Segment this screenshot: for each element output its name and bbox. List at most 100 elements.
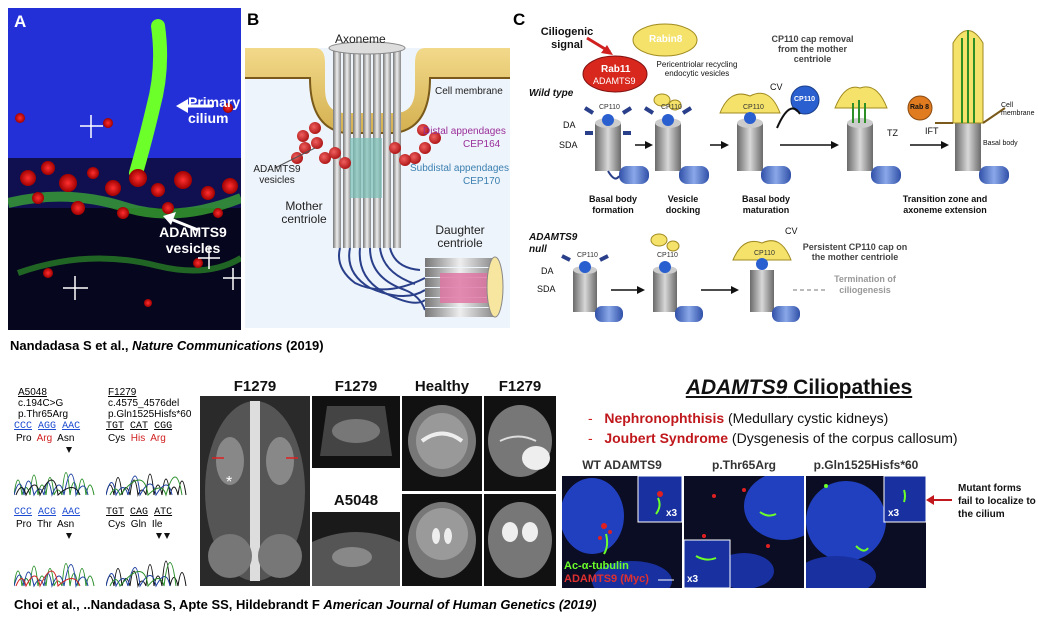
cp110-label-4: CP110 [794, 96, 816, 103]
wt-micrograph-figure [562, 476, 682, 588]
f1279-id: F1279 [108, 387, 137, 398]
adamts9-vesicles-label: ADAMTS9 vesicles [159, 224, 227, 256]
sda-null-label: SDA [537, 284, 556, 294]
mutant-note: Mutant forms fail to localize to the cil… [958, 483, 1036, 520]
a-chromatogram-top [14, 447, 95, 497]
step-vesicle-docking: Vesicle docking [665, 194, 701, 215]
cep164-label: CEP164 [463, 139, 501, 150]
cv-null-label: CV [785, 226, 798, 236]
f-codon-bot-3: ATC [154, 507, 173, 518]
ultrasound-title-2: A5048 [333, 492, 379, 509]
panel-b-label: B [247, 10, 260, 29]
cv-label: CV [770, 82, 783, 92]
ultrasound-figure-1 [312, 396, 400, 468]
cp110-removal-label: CP110 cap removal from the mother centri… [771, 34, 854, 64]
step-transition-zone: Transition zone and axoneme extension [902, 194, 988, 215]
f-codon-bot-2: CAG [130, 507, 149, 518]
da-label: DA [563, 120, 576, 130]
cell-membrane-label: Cell membrane [435, 86, 503, 97]
rab11-label: Rab11 [601, 64, 631, 75]
brain-healthy-sagittal-figure [402, 396, 482, 491]
distal-appendages-label: Distal appendages [423, 126, 506, 137]
f1279-protein: p.Gln1525Hisfs*60 [108, 409, 192, 420]
termination-label: Termination of ciliogenesis [834, 274, 896, 295]
brain-patient-sagittal [484, 396, 556, 491]
ac-tubulin-label: Ac-α-tubulin [564, 560, 629, 572]
ultrasound-figure-2 [312, 512, 400, 586]
f-codon-top-1: TGT [106, 421, 125, 432]
sequencing-panel: A5048 c.194C>G p.Thr65Arg CCC AGG AAC Pr… [14, 387, 194, 595]
ultrasound-image-2 [312, 512, 400, 586]
f-codons-top: TGT CAT CGG [106, 421, 190, 432]
rabin8-label: Rabin8 [649, 34, 683, 45]
sda-label: SDA [559, 140, 578, 150]
panel-c-figure [561, 23, 1009, 322]
joubert-desc: (Dysgenesis of the corpus callosum) [728, 430, 958, 446]
panel-b-centriole-diagram: B Axoneme Cell membrane Distal appendage… [245, 8, 510, 330]
f-aa-top-1: Cys [108, 433, 126, 444]
thr65arg-micrograph-figure [684, 476, 804, 588]
gln1525-x3: x3 [888, 508, 900, 519]
gln1525-micrograph-figure [806, 476, 926, 588]
ciliopathy-dash-1: - [588, 410, 593, 426]
wt-adamts9-title: WT ADAMTS9 [582, 458, 662, 472]
ciliopathy-dash-2: - [588, 430, 593, 446]
thr65arg-x3: x3 [687, 574, 699, 585]
f-aa-top-3: Arg [150, 433, 166, 444]
cep170-label: CEP170 [463, 176, 501, 187]
cp110-null-3: CP110 [754, 250, 775, 257]
citation-top-year: (2019) [282, 338, 324, 353]
f-codon-top-2: CAT [130, 421, 149, 432]
a-aa-bot-1: Pro [16, 519, 32, 530]
ift-label: IFT [925, 126, 939, 136]
citation-top-journal: Nature Communications [132, 338, 283, 353]
f-aa-bot-3: Ile [151, 519, 163, 530]
ciliopathy-item-2: - Joubert Syndrome (Dysgenesis of the co… [588, 430, 958, 446]
a-codon-bot-1: CCC [14, 507, 33, 518]
adamts9-oval-label: ADAMTS9 [593, 76, 636, 86]
a-aa-top: Pro Arg Asn [16, 433, 96, 444]
a-chromatogram-bot [14, 533, 95, 588]
a-aa-bot-3: Asn [56, 519, 75, 530]
cell-membrane-c-label: Cell membrane [1001, 102, 1035, 117]
kidney-star-marker: * [226, 474, 233, 491]
persistent-cap-label: Persistent CP110 cap on the mother centr… [802, 242, 908, 262]
brain-patient-title: F1279 [498, 378, 542, 395]
f-aa-bot: Cys Gln Ile [108, 519, 192, 530]
f-chromatogram-bot [106, 533, 187, 588]
mother-centriole-label: Mother centriole [281, 199, 327, 226]
cp110-label-3: CP110 [743, 104, 764, 111]
f-aa-bot-2: Gln [130, 519, 147, 530]
f-codon-top-3: CGG [154, 421, 173, 432]
panel-c-label: C [513, 10, 526, 29]
daughter-centriole-label: Daughter centriole [435, 223, 485, 250]
a-aa-bot-2: Thr [36, 519, 52, 530]
adamts9-myc-label: ADAMTS9 (Myc) [564, 573, 649, 585]
a5048-id: A5048 [18, 387, 47, 398]
a-codon-top-3: AAC [62, 421, 81, 432]
ciliopathies-gene: ADAMTS9 [685, 376, 788, 399]
nephronophthisis-label: Nephronophthisis [604, 410, 725, 426]
a5048-cdna: c.194C>G [18, 398, 64, 409]
citation-top-authors: Nandadasa S et al., [10, 338, 133, 353]
wt-row [583, 30, 1009, 184]
adamts9-vesicles-b-label: ADAMTS9 vesicles [253, 164, 301, 186]
ciliogenic-signal-label: Ciliogenic signal [540, 26, 594, 51]
ultrasound-title-1: F1279 [334, 378, 378, 395]
brain-patient-coronal [484, 494, 556, 586]
step-basal-body-formation: Basal body formation [588, 194, 637, 215]
thr65arg-title: p.Thr65Arg [711, 458, 776, 472]
gln1525-title: p.Gln1525Hisfs*60 [813, 458, 919, 472]
panel-a-figure [8, 8, 241, 330]
a-aa-top-2: Arg [36, 433, 53, 444]
cp110-null-1: CP110 [577, 252, 598, 259]
cp110-label-1: CP110 [599, 104, 620, 111]
panel-b-figure [245, 41, 510, 328]
a-codon-bot-3: AAC [62, 507, 81, 518]
panel-a-label: A [14, 12, 27, 31]
a-codon-top-2: AGG [38, 421, 57, 432]
joubert-label: Joubert Syndrome [604, 430, 729, 446]
brain-healthy-sagittal [402, 396, 482, 491]
da-null-label: DA [541, 266, 554, 276]
a-aa-bot: Pro Thr Asn [16, 519, 96, 530]
